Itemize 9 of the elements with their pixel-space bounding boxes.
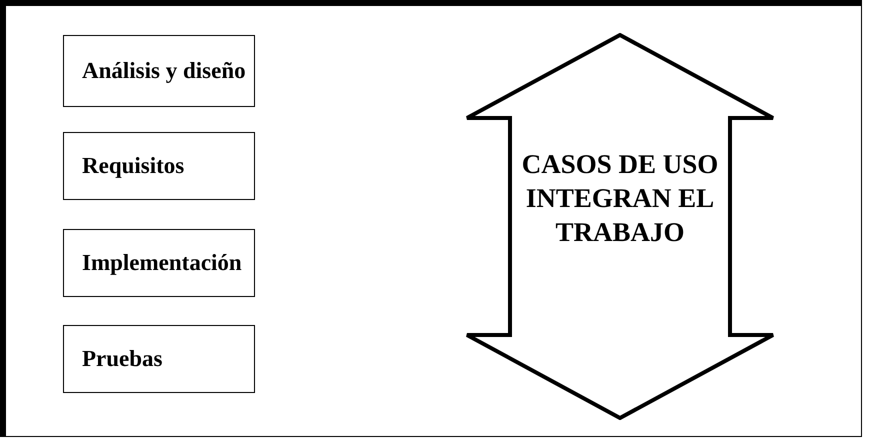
box-label: Análisis y diseño (81, 58, 246, 84)
process-box (63, 132, 255, 200)
process-box (63, 229, 255, 297)
box-label: Implementación (81, 250, 242, 276)
box-label: Requisitos (81, 153, 184, 179)
arrow-label: CASOS DE USO INTEGRAN EL TRABAJO (520, 148, 720, 248)
process-box (63, 325, 255, 393)
process-box (63, 35, 255, 107)
box-label: Pruebas (81, 346, 162, 372)
